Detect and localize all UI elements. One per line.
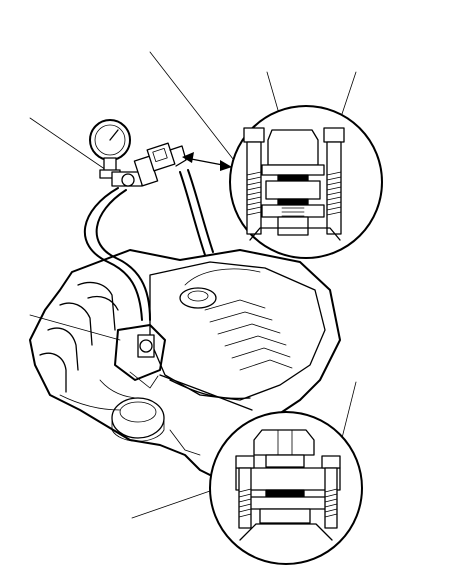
shutoff-valve [111,142,187,187]
engine-hoses [59,268,261,456]
valve-cover [149,261,326,401]
sealing-washer-top-lower [277,198,309,206]
engine [29,249,341,481]
leader-valve [149,51,241,169]
fuel-rail [114,324,166,389]
oil-filter [111,397,165,442]
detail-view-top [229,105,383,259]
mounting-bolt-left [235,455,255,529]
banjo-fitting-top [249,129,341,241]
detail-arrow-head-left [182,152,194,163]
detail-view-bottom [209,411,363,565]
leader-engine-left [29,314,121,341]
oil-filler-cap-inner [187,290,209,302]
banjo-bolt-left [243,127,265,235]
leader-gauge [29,117,113,175]
pressure-gauge [89,119,131,179]
sealing-washer-top-upper [277,174,309,182]
detail-arrow-head-right [220,160,232,171]
intake-runners [39,281,119,393]
gauge-needle [109,129,119,141]
valve-cover-ribs [204,299,293,371]
banjo-bolt-right [323,127,345,235]
gauge-hose [83,169,214,321]
mounting-bolt-right [321,455,341,529]
hex-nut-bottom [253,429,315,456]
sealing-washer-bottom [265,489,305,498]
oil-filler-cap [179,287,217,309]
